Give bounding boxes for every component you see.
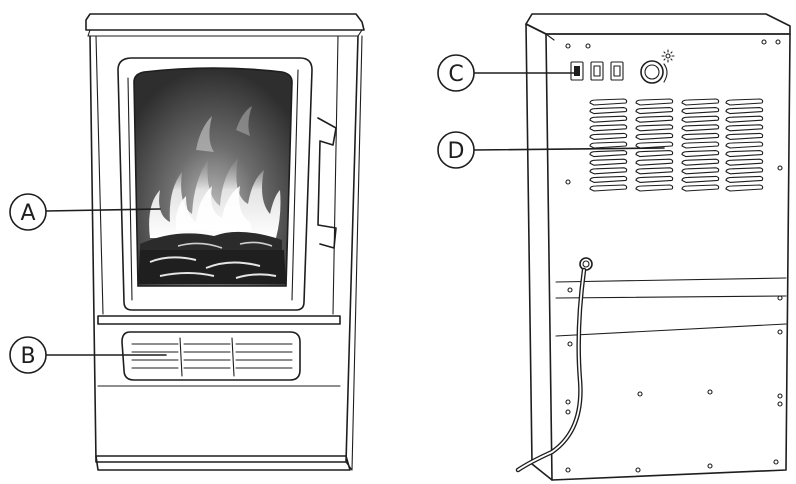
vent-slot <box>725 141 764 149</box>
flame-window <box>133 67 293 287</box>
callout-label-c: C <box>448 62 463 87</box>
vent-slot <box>681 184 720 192</box>
door-handle <box>317 117 337 249</box>
vent-slot <box>725 98 764 106</box>
vent-slot <box>725 115 764 123</box>
vent-slot <box>635 98 674 106</box>
vent-slot <box>681 132 720 140</box>
back-top-cap <box>525 13 791 35</box>
front-top-cap <box>85 13 365 31</box>
power-cord <box>515 257 593 473</box>
sun-icon <box>661 49 675 63</box>
vent-slot <box>635 107 674 115</box>
heater-drawer <box>97 315 341 325</box>
glass-door-frame <box>117 57 313 311</box>
vent-slot <box>589 115 628 123</box>
log-bed <box>138 231 286 284</box>
heater-grille <box>121 331 301 381</box>
vent-slot <box>589 175 628 183</box>
back-panel <box>545 33 791 481</box>
vent-slot <box>681 115 720 123</box>
vent-slot <box>589 167 628 175</box>
callout-a: A <box>9 193 161 231</box>
callout-label-a: A <box>20 201 35 226</box>
callout-label-d: D <box>448 139 465 164</box>
vent-slot <box>725 167 764 175</box>
vent-slot <box>589 124 628 132</box>
vent-slot <box>635 167 674 175</box>
vent-slot <box>725 175 764 183</box>
back-view <box>515 13 791 481</box>
vent-slot <box>681 124 720 132</box>
vent-slot <box>589 184 628 192</box>
vent-slot <box>725 124 764 132</box>
vent-slot <box>589 158 628 166</box>
vent-slot <box>681 167 720 175</box>
vent-slot <box>725 150 764 158</box>
vent-slot <box>681 141 720 149</box>
vent-slot <box>589 107 628 115</box>
vent-slot <box>725 158 764 166</box>
front-body <box>89 35 359 463</box>
flames <box>149 106 281 238</box>
vent-slot <box>635 132 674 140</box>
vent-slot <box>589 98 628 106</box>
front-base <box>95 455 351 471</box>
callout-label-b: B <box>20 344 35 369</box>
vent-slot <box>635 158 674 166</box>
callout-b: B <box>9 336 167 374</box>
vent-slot <box>635 175 674 183</box>
vent-slot <box>681 175 720 183</box>
vent-slots <box>589 98 764 192</box>
vent-slot <box>681 150 720 158</box>
vent-slot <box>589 132 628 140</box>
vent-slot <box>681 107 720 115</box>
callout-c: C <box>437 54 575 92</box>
front-view <box>85 13 365 471</box>
back-side-panel <box>525 23 553 481</box>
vent-slot <box>589 150 628 158</box>
vent-slot <box>635 141 674 149</box>
vent-slot <box>635 115 674 123</box>
vent-slot <box>635 150 674 158</box>
vent-slot <box>725 184 764 192</box>
vent-slot <box>635 124 674 132</box>
thermostat-knob <box>640 60 668 84</box>
vent-slot <box>725 132 764 140</box>
screws <box>565 39 783 473</box>
control-switches <box>570 61 624 81</box>
vent-slot <box>681 98 720 106</box>
vent-slot <box>635 184 674 192</box>
vent-slot <box>725 107 764 115</box>
vent-slot <box>681 158 720 166</box>
callout-d: D <box>437 131 665 169</box>
vent-slot <box>589 141 628 149</box>
